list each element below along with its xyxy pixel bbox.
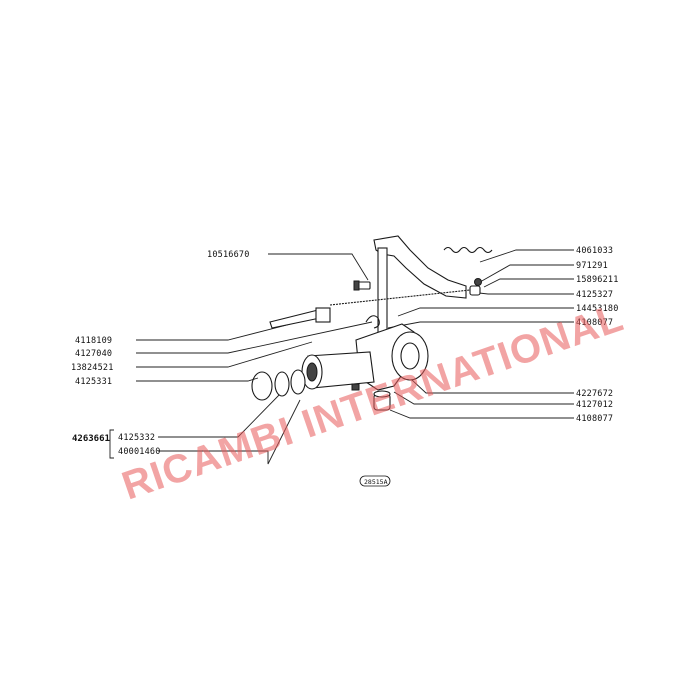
leader-4108077-bottom — [389, 409, 574, 419]
part-label-4125327: 4125327 — [576, 290, 613, 300]
group-bracket — [109, 429, 114, 459]
part-label-4127040: 4127040 — [75, 349, 112, 359]
rod-clevis — [315, 307, 331, 323]
left-labels: 10516670 4118109 4127040 13824521 412533… — [71, 250, 250, 457]
leader-40001460 — [158, 399, 301, 465]
lower-bushing-top — [373, 390, 391, 398]
parts — [251, 235, 493, 411]
cylinder-bore — [306, 362, 318, 382]
release-bearing-inner — [400, 342, 420, 370]
part-label-4125332: 4125332 — [118, 433, 155, 443]
part-label-4125331: 4125331 — [75, 377, 112, 387]
leader-4227672 — [411, 379, 574, 394]
leader-15896211 — [483, 278, 574, 288]
part-label-4108077-bottom: 4108077 — [576, 414, 613, 424]
threaded-rod — [329, 289, 471, 306]
adjust-nut — [469, 285, 481, 296]
top-bolt — [357, 281, 371, 290]
part-label-4061033: 4061033 — [576, 246, 613, 256]
leader-971291 — [479, 264, 574, 283]
piston — [274, 371, 290, 397]
group-label-4263661: 4263661 — [72, 434, 110, 444]
leader-4127040 — [136, 321, 373, 354]
leader-13824521 — [136, 341, 313, 368]
part-label-13824521: 13824521 — [71, 363, 114, 373]
spring-eye — [474, 278, 482, 286]
push-rod — [269, 309, 321, 329]
piston-cup — [290, 369, 306, 395]
leader-4125327 — [469, 291, 574, 295]
part-label-4227672: 4227672 — [576, 389, 613, 399]
part-label-40001460: 40001460 — [118, 447, 161, 457]
leader-10516670 — [268, 253, 369, 281]
leader-4125332 — [158, 391, 283, 438]
spring-clip — [365, 315, 380, 329]
return-spring — [443, 246, 493, 254]
leader-4125331 — [136, 377, 259, 382]
reference-code: 28515A — [364, 478, 388, 486]
right-labels: 4061033 971291 15896211 4125327 14453180… — [576, 246, 619, 424]
part-label-14453180: 14453180 — [576, 304, 619, 314]
bleed-nipple — [351, 383, 360, 391]
part-label-10516670: 10516670 — [207, 250, 250, 260]
part-label-4118109: 4118109 — [75, 336, 112, 346]
top-bolt-head — [353, 280, 360, 291]
lever-arm — [373, 235, 467, 299]
left-leader-lines — [109, 253, 373, 465]
leader-4127012 — [393, 391, 574, 405]
leader-14453180 — [397, 307, 574, 317]
part-label-971291: 971291 — [576, 261, 608, 271]
part-label-4108077-top: 4108077 — [576, 318, 613, 328]
reference-code-badge: 28515A — [359, 475, 391, 487]
snap-ring — [251, 371, 273, 401]
part-label-15896211: 15896211 — [576, 275, 619, 285]
leader-4061033 — [479, 249, 574, 263]
part-label-4127012: 4127012 — [576, 400, 613, 410]
